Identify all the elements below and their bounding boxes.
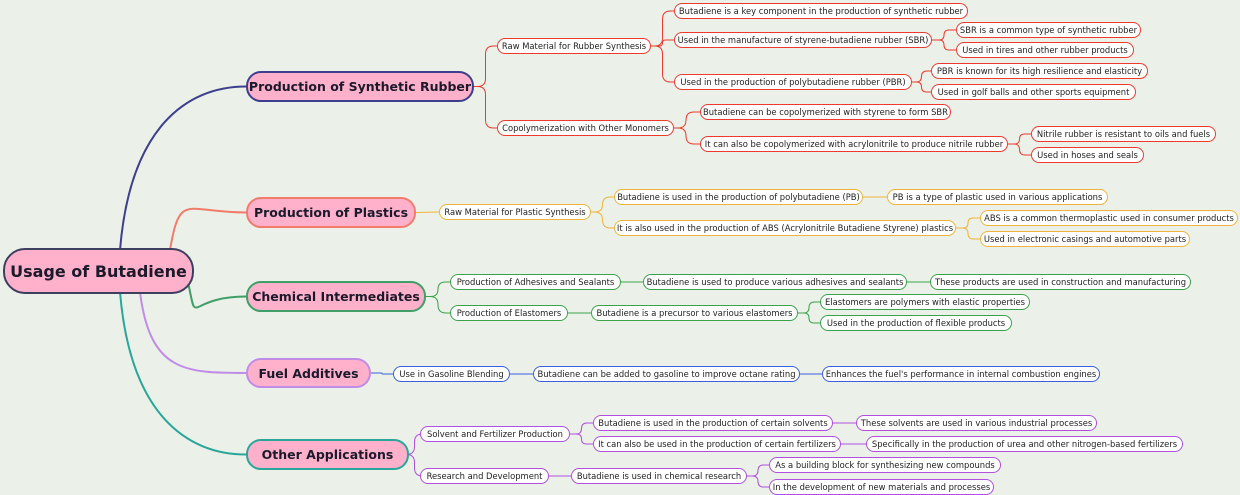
rubber-pbr-resilience[interactable]: PBR is known for its high resilience and… xyxy=(931,63,1148,79)
link-rubber-pbr-resilience xyxy=(912,70,931,83)
link-fuel-gasoline xyxy=(371,372,393,375)
plastics-abs-use[interactable]: It is also used in the production of ABS… xyxy=(614,220,956,236)
link-chem-elastomers-flexible xyxy=(798,312,820,324)
other-fertilizers-use[interactable]: It can also be used in the production of… xyxy=(593,436,841,452)
chem-adhesives-use[interactable]: Butadiene is used to produce various adh… xyxy=(643,274,907,290)
link-other-solvents-use xyxy=(570,422,593,435)
link-rubber-sbr-common xyxy=(932,29,956,41)
link-rubber-nitrile-oils xyxy=(1008,133,1031,145)
chem-elastomers-def[interactable]: Elastomers are polymers with elastic pro… xyxy=(820,294,1030,310)
link-rubber-pbr-golf xyxy=(912,81,931,93)
link-chem-elastomers xyxy=(426,296,450,314)
other-solvent[interactable]: Solvent and Fertilizer Production xyxy=(420,426,570,442)
rubber-pbr-golf[interactable]: Used in golf balls and other sports equi… xyxy=(931,84,1136,100)
other-research-materials[interactable]: In the development of new materials and … xyxy=(769,479,994,495)
plastics-abs-casings[interactable]: Used in electronic casings and automotiv… xyxy=(980,231,1190,247)
link-other-fertilizers-use xyxy=(570,433,593,445)
link-root-branch-chemical-intermediates xyxy=(187,281,247,309)
link-root-branch-synthetic-rubber xyxy=(119,85,247,251)
rubber-copoly-acrylonitrile[interactable]: It can also be copolymerized with acrylo… xyxy=(700,136,1008,152)
link-other-research-block xyxy=(747,464,769,477)
other-research-use[interactable]: Butadiene is used in chemical research xyxy=(571,468,747,484)
link-plastics-abs-common xyxy=(956,217,980,229)
link-other-solvent xyxy=(406,433,423,455)
other-fertilizers-urea[interactable]: Specifically in the production of urea a… xyxy=(866,436,1183,452)
rubber-sbr-common[interactable]: SBR is a common type of synthetic rubber xyxy=(956,22,1141,38)
link-rubber-pbr-use xyxy=(651,45,674,83)
branch-chemical-intermediates[interactable]: Chemical Intermediates xyxy=(246,281,426,312)
plastics-raw-material[interactable]: Raw Material for Plastic Synthesis xyxy=(439,204,591,220)
link-plastics-abs-casings xyxy=(956,227,980,240)
rubber-pbr-use[interactable]: Used in the production of polybutadiene … xyxy=(674,74,912,90)
link-rubber-sbr-use xyxy=(651,39,674,47)
link-plastics-pb-use xyxy=(591,196,614,213)
link-rubber-raw-material xyxy=(474,45,497,87)
chem-adhesives-construction[interactable]: These products are used in construction … xyxy=(930,274,1191,290)
plastics-pb-use[interactable]: Butadiene is used in the production of p… xyxy=(614,189,863,205)
other-research[interactable]: Research and Development xyxy=(420,468,549,484)
other-research-block[interactable]: As a building block for synthesizing new… xyxy=(769,457,1001,473)
link-chem-elastomers-def xyxy=(798,301,820,314)
chem-elastomers-precursor[interactable]: Butadiene is a precursor to various elas… xyxy=(591,305,798,321)
link-rubber-copoly-styrene xyxy=(674,111,700,129)
rubber-copolymerization[interactable]: Copolymerization with Other Monomers xyxy=(497,120,674,136)
link-root-branch-fuel-additives xyxy=(139,291,247,374)
other-solvents-use[interactable]: Butadiene is used in the production of c… xyxy=(593,415,833,431)
link-rubber-key-component xyxy=(651,10,674,47)
root-node[interactable]: Usage of Butadiene xyxy=(3,248,194,294)
fuel-octane[interactable]: Butadiene can be added to gasoline to im… xyxy=(533,366,800,382)
fuel-gasoline[interactable]: Use in Gasoline Blending xyxy=(393,366,510,382)
link-other-research xyxy=(406,454,423,477)
chem-elastomers-flexible[interactable]: Used in the production of flexible produ… xyxy=(820,315,1012,331)
branch-other-applications[interactable]: Other Applications xyxy=(246,439,409,470)
link-root-branch-plastics xyxy=(169,207,247,251)
link-rubber-sbr-tires xyxy=(932,39,956,51)
link-rubber-copoly-acrylonitrile xyxy=(674,127,700,145)
rubber-copoly-styrene[interactable]: Butadiene can be copolymerized with styr… xyxy=(700,104,951,120)
rubber-sbr-use[interactable]: Used in the manufacture of styrene-butad… xyxy=(674,32,932,48)
link-other-research-materials xyxy=(747,475,769,488)
rubber-nitrile-oils[interactable]: Nitrile rubber is resistant to oils and … xyxy=(1031,126,1216,142)
rubber-nitrile-hoses[interactable]: Used in hoses and seals xyxy=(1031,147,1144,163)
plastics-abs-common[interactable]: ABS is a common thermoplastic used in co… xyxy=(980,210,1238,226)
link-plastics-abs-use xyxy=(591,211,614,229)
chem-adhesives[interactable]: Production of Adhesives and Sealants xyxy=(450,274,621,290)
plastics-pb-type[interactable]: PB is a type of plastic used in various … xyxy=(887,189,1108,205)
link-chem-adhesives xyxy=(426,281,450,297)
link-rubber-nitrile-hoses xyxy=(1008,143,1031,156)
fuel-performance[interactable]: Enhances the fuel's performance in inter… xyxy=(822,366,1100,382)
other-solvents-industrial[interactable]: These solvents are used in various indus… xyxy=(856,415,1097,431)
rubber-raw-material[interactable]: Raw Material for Rubber Synthesis xyxy=(497,38,651,54)
chem-elastomers[interactable]: Production of Elastomers xyxy=(450,305,568,321)
branch-plastics[interactable]: Production of Plastics xyxy=(246,197,416,228)
link-root-branch-other-applications xyxy=(119,291,247,456)
branch-fuel-additives[interactable]: Fuel Additives xyxy=(246,358,371,388)
rubber-sbr-tires[interactable]: Used in tires and other rubber products xyxy=(956,42,1134,58)
link-rubber-copolymerization xyxy=(474,86,497,129)
branch-synthetic-rubber[interactable]: Production of Synthetic Rubber xyxy=(246,71,474,102)
link-plastics-raw-material xyxy=(415,211,440,213)
rubber-key-component[interactable]: Butadiene is a key component in the prod… xyxy=(674,3,968,19)
